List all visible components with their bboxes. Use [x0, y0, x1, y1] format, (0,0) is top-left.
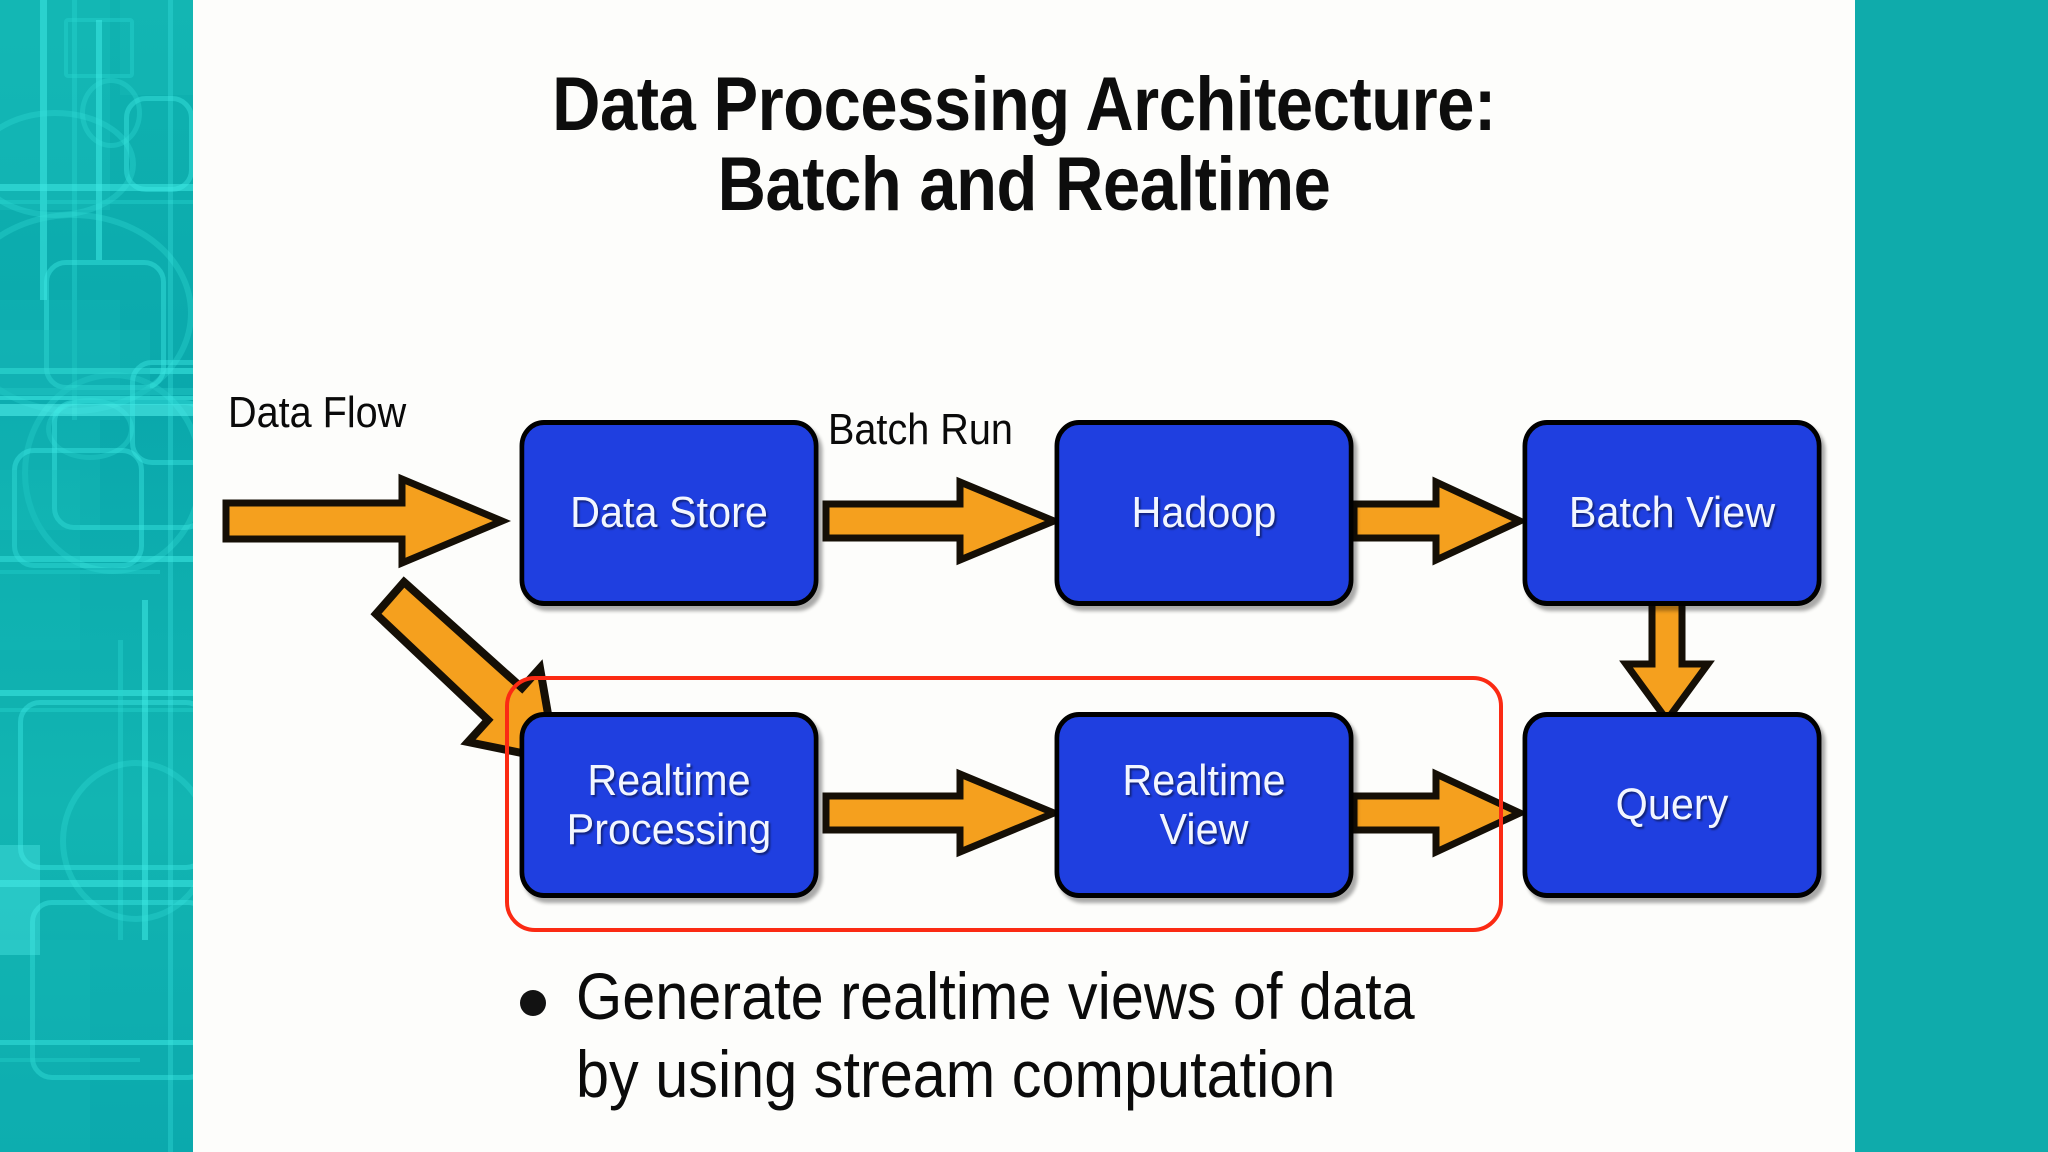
node-realtime-processing[interactable]: Realtime Processing	[519, 712, 819, 898]
label-data-flow: Data Flow	[228, 388, 407, 437]
arrow-data-store-to-hadoop	[822, 476, 1064, 566]
right-decorative-band	[1855, 0, 2048, 1152]
arrow-inflow-to-data-store	[222, 473, 512, 569]
node-data-store[interactable]: Data Store	[519, 420, 819, 606]
bullet-text: Generate realtime views of data by using…	[576, 959, 1415, 1111]
slide-title: Data Processing Architecture: Batch and …	[552, 61, 1496, 228]
realtime-pipeline-highlight-box	[505, 676, 1503, 932]
label-batch-run: Batch Run	[828, 405, 1013, 454]
arrow-realtime-processing-to-realtime-view	[822, 768, 1064, 858]
node-query[interactable]: Query	[1522, 712, 1822, 898]
node-batch-view[interactable]: Batch View	[1522, 420, 1822, 606]
arrow-hadoop-to-batch-view	[1350, 476, 1529, 566]
bullet-list: Generate realtime views of data by using…	[520, 958, 1840, 1114]
node-realtime-view[interactable]: Realtime View	[1054, 712, 1354, 898]
node-hadoop[interactable]: Hadoop	[1054, 420, 1354, 606]
arrow-batch-view-to-query	[1619, 590, 1715, 726]
left-decorative-band	[0, 0, 193, 1152]
arrow-realtime-view-to-query	[1350, 768, 1529, 858]
bullet-point-icon	[520, 990, 546, 1016]
